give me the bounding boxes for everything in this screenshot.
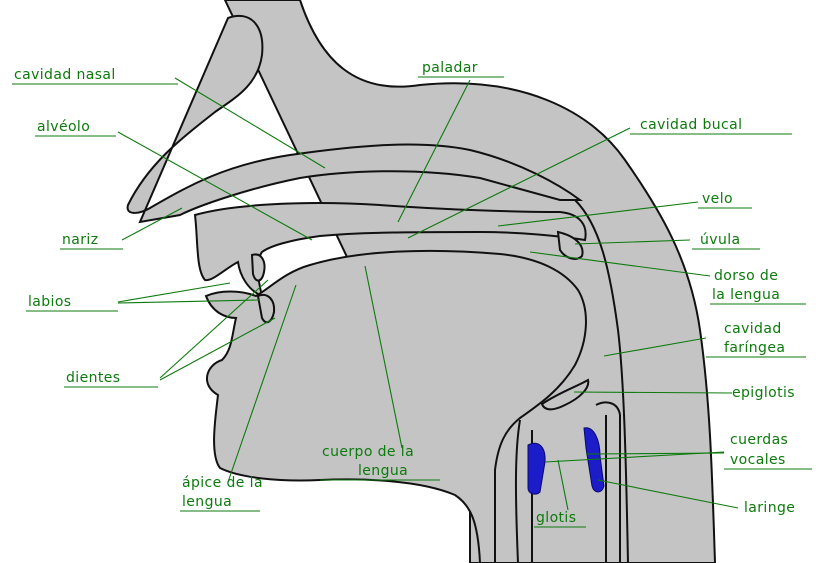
label-apice-line1: ápice de la (182, 475, 263, 491)
label-cuerdas-line2: vocales (730, 452, 786, 468)
label-cuerdas-line1: cuerdas (730, 432, 788, 448)
label-epiglotis: epiglotis (732, 385, 795, 401)
label-labios: labios (28, 294, 72, 310)
label-glotis: glotis (536, 510, 576, 526)
label-faringea-line2: faríngea (724, 340, 785, 356)
label-velo: velo (702, 191, 733, 207)
label-dorso-line1: dorso de (714, 268, 778, 284)
label-faringea-line1: cavidad (724, 321, 782, 337)
label-cuerpo-line1: cuerpo de la (322, 444, 414, 460)
label-nariz: nariz (62, 232, 98, 248)
label-cavidad-nasal: cavidad nasal (14, 67, 116, 83)
label-cavidad-bucal: cavidad bucal (640, 117, 742, 133)
label-dorso-line2: la lengua (712, 287, 780, 303)
label-laringe: laringe (744, 500, 795, 516)
label-dientes: dientes (66, 370, 120, 386)
label-alveolo: alvéolo (37, 119, 90, 135)
label-uvula: úvula (700, 232, 741, 248)
label-cuerpo-line2: lengua (358, 463, 408, 479)
label-paladar: paladar (422, 60, 478, 76)
upper-teeth-shape (252, 254, 265, 280)
label-apice-line2: lengua (182, 494, 232, 510)
